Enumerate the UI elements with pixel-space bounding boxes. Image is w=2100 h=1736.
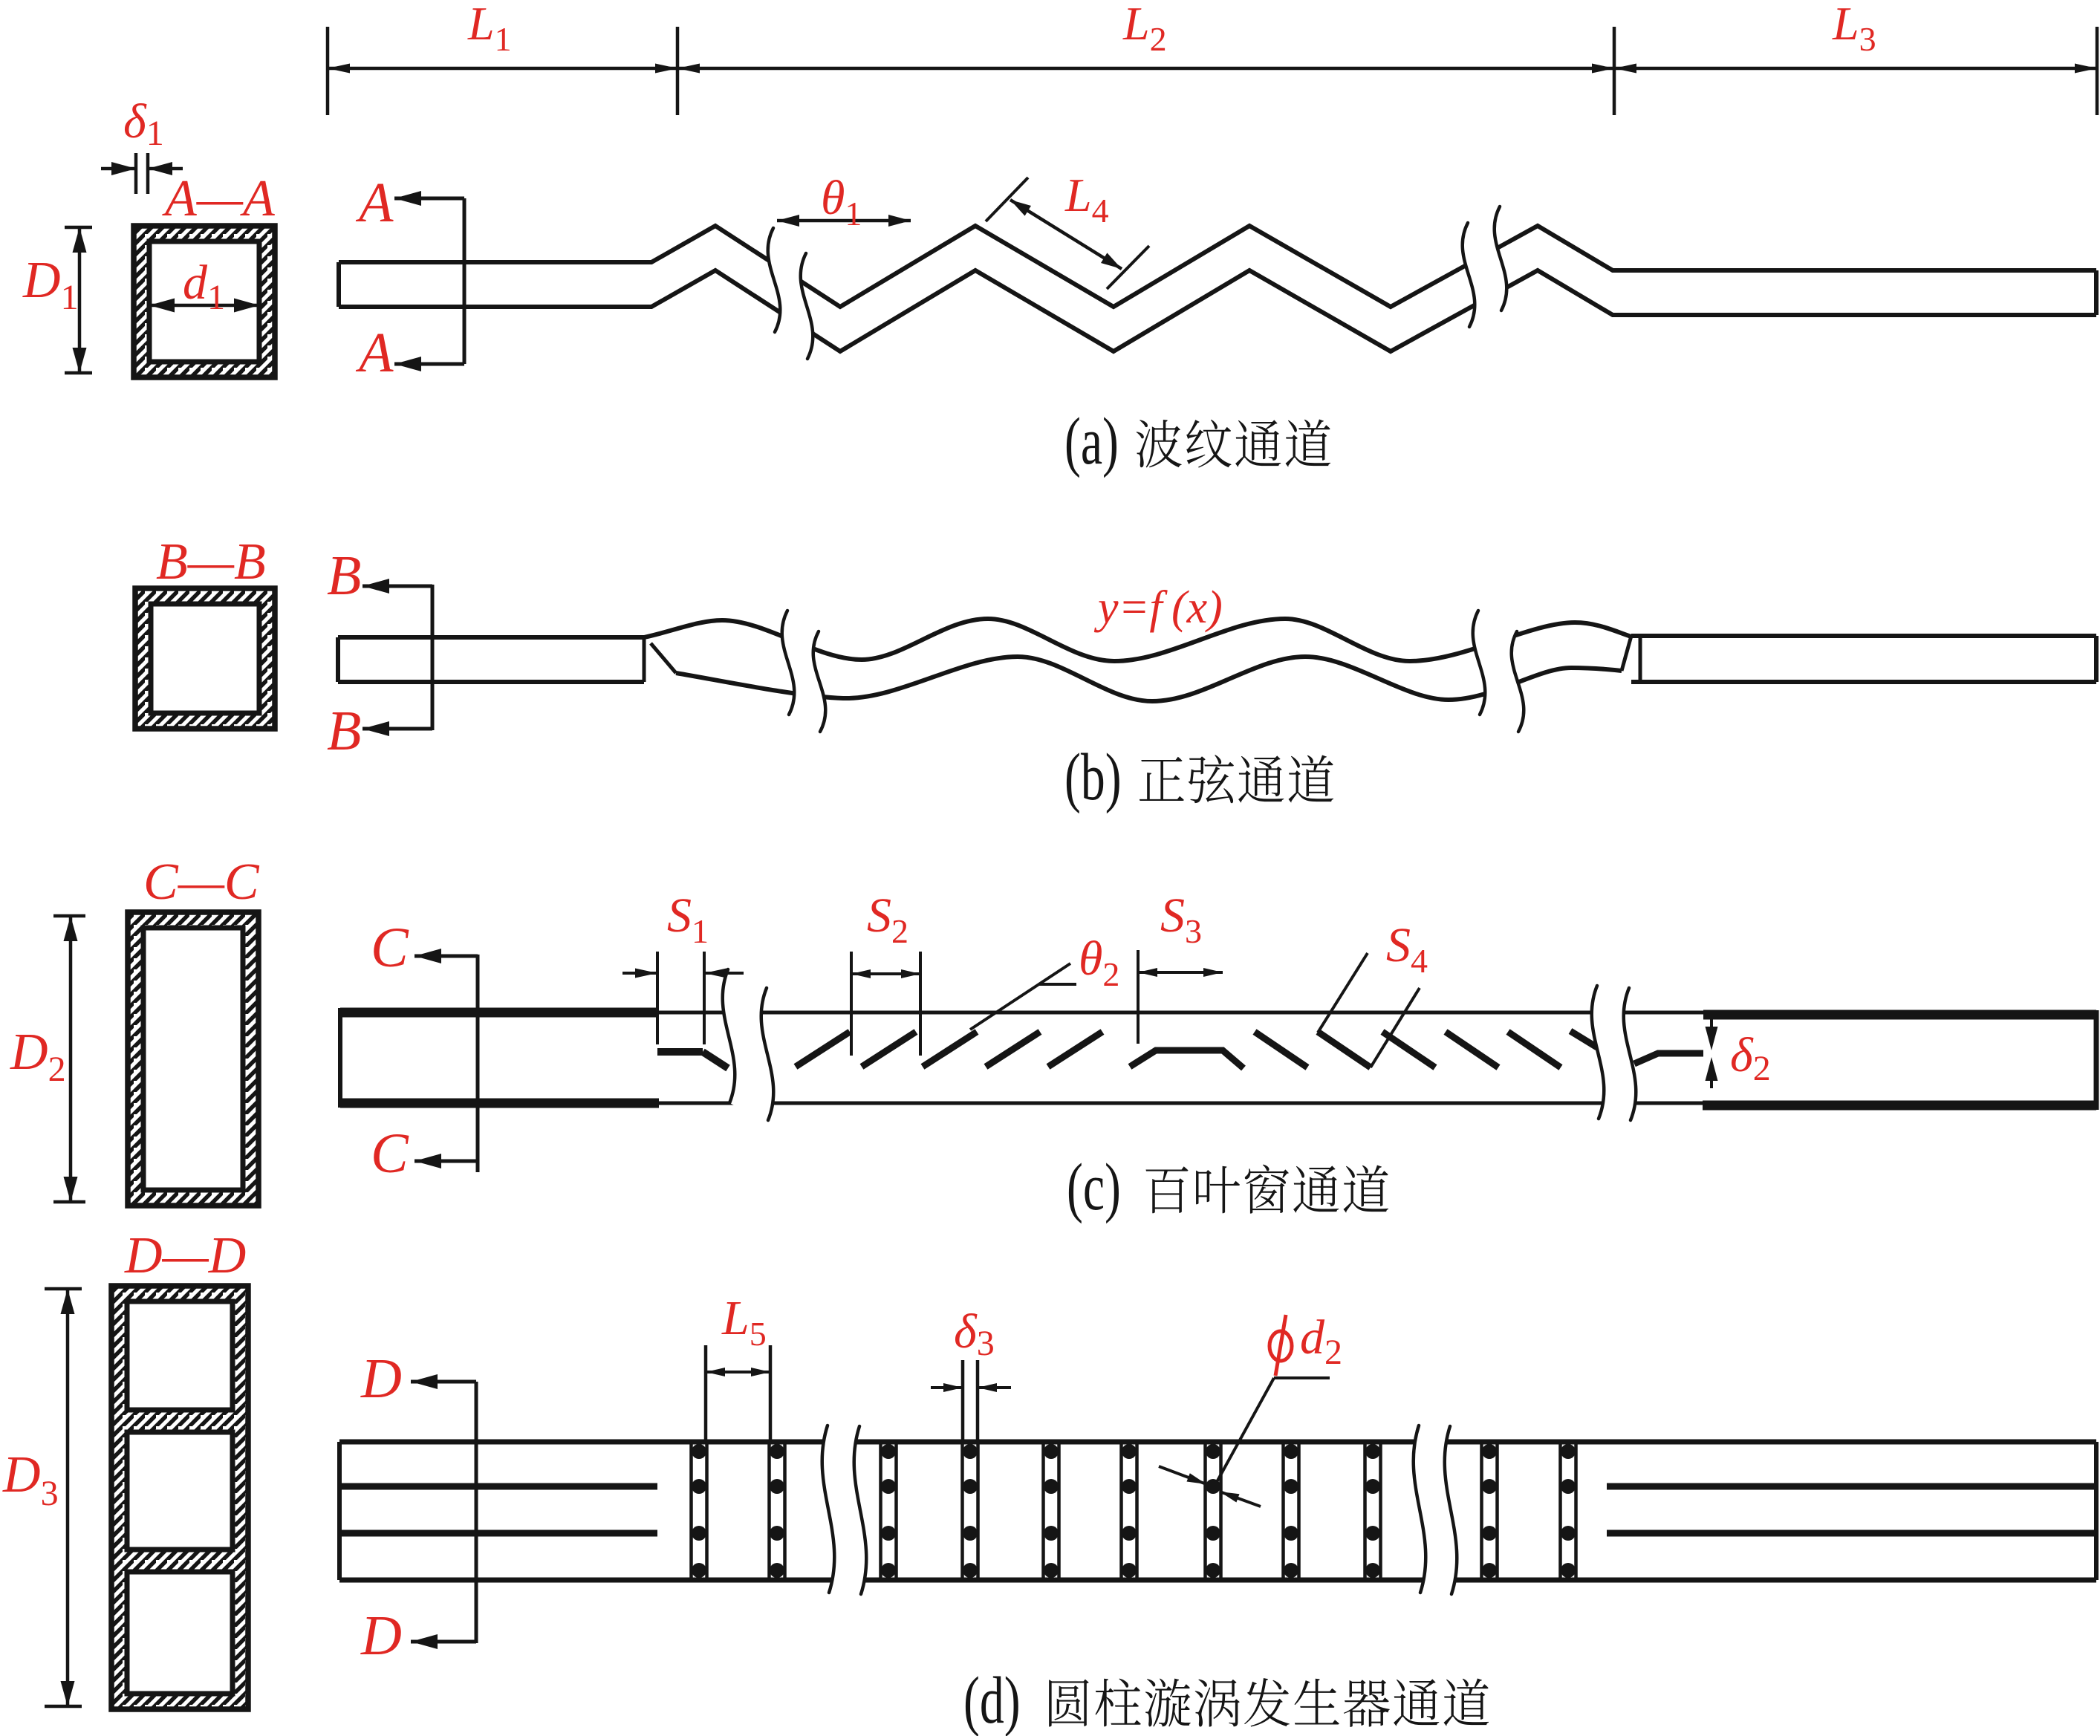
svg-text:L2: L2 xyxy=(1122,0,1167,58)
svg-text:L1: L1 xyxy=(467,0,512,58)
svg-text:D: D xyxy=(360,1347,402,1410)
svg-text:(b): (b) xyxy=(1064,741,1122,814)
svg-text:δ3: δ3 xyxy=(954,1304,995,1363)
svg-text:(a): (a) xyxy=(1064,405,1119,478)
svg-text:y=f (x): y=f (x) xyxy=(1093,582,1223,633)
svg-text:B: B xyxy=(327,700,361,762)
svg-text:(d): (d) xyxy=(963,1664,1021,1736)
svg-text:B—B: B—B xyxy=(156,533,266,591)
svg-text:D1: D1 xyxy=(22,252,79,317)
svg-text:D: D xyxy=(360,1605,402,1667)
svg-text:δ2: δ2 xyxy=(1730,1028,1771,1088)
svg-text:θ2: θ2 xyxy=(1079,932,1119,993)
svg-text:C—C: C—C xyxy=(143,854,260,911)
svg-text:C: C xyxy=(371,917,409,979)
svg-text:d1: d1 xyxy=(183,256,225,317)
svg-text:C: C xyxy=(371,1122,409,1185)
svg-text:A: A xyxy=(355,172,394,234)
svg-text:S1: S1 xyxy=(667,888,709,950)
svg-text:D—D: D—D xyxy=(124,1227,246,1284)
svg-text:A: A xyxy=(355,322,394,384)
svg-text:(c): (c) xyxy=(1067,1151,1121,1224)
svg-text:A—A: A—A xyxy=(162,170,275,227)
svg-text:B: B xyxy=(327,544,361,607)
